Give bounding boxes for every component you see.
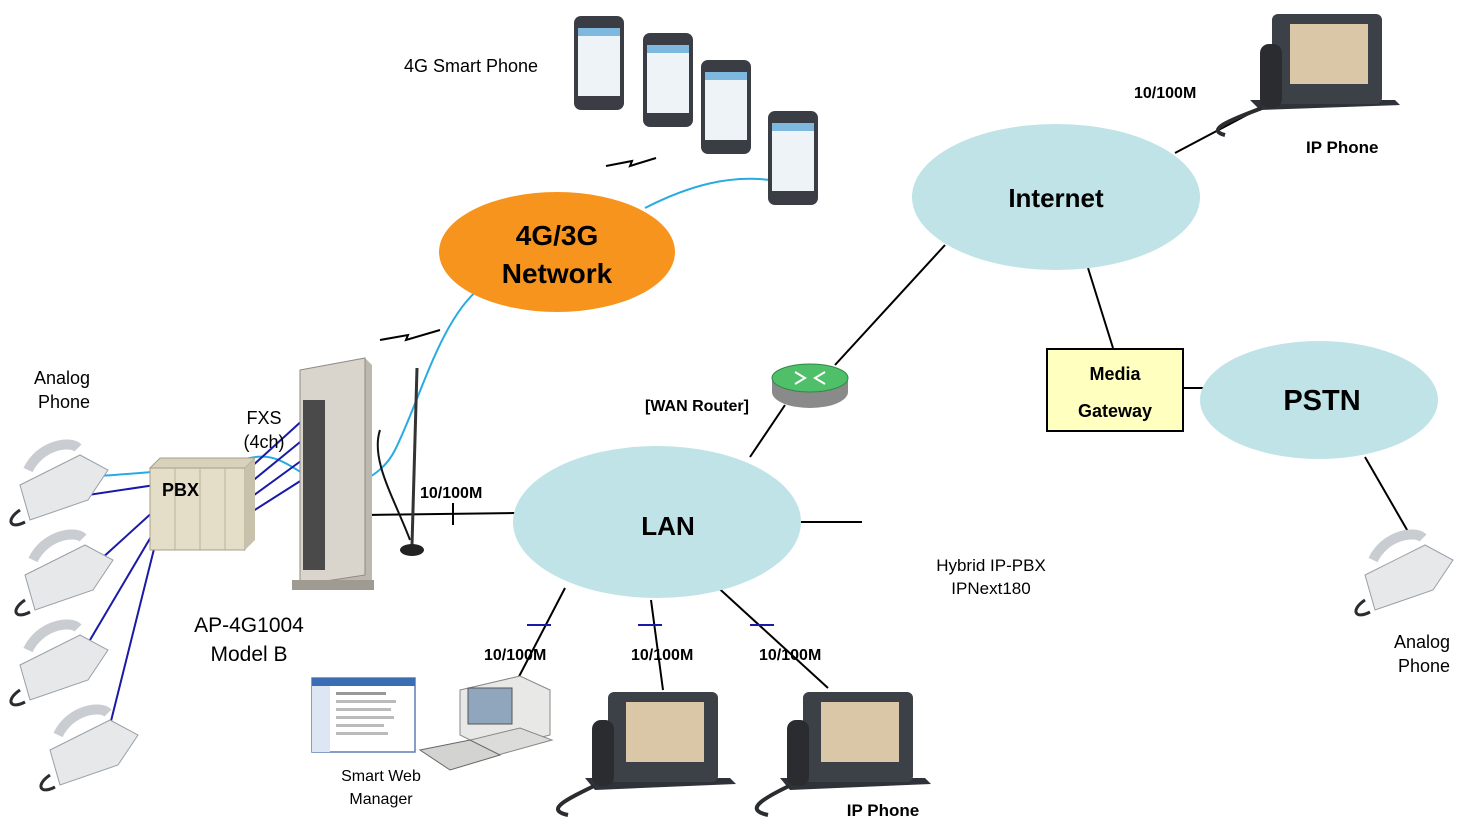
connection-lines [364,106,1411,691]
smart-phone-label: 4G Smart Phone [404,56,538,76]
text-labels: 4G Smart Phone 10/100M IP Phone [WAN Rou… [34,56,1450,820]
fxs-label1: FXS [246,408,281,428]
cloud-internet-label: Internet [1008,183,1104,213]
ippbx-label1: Hybrid IP-PBX [936,556,1046,575]
analog-phone-right-label2: Phone [1398,656,1450,676]
analog-phone-icon [39,704,139,792]
smart-phone-icon [768,111,818,205]
smart-phone-icon [701,60,751,154]
web-manager-label2: Manager [349,791,413,808]
cloud-lan: LAN [513,446,801,598]
link-router-lan [749,404,786,458]
speed-label-phone2: 10/100M [759,647,821,664]
link-gateway-lan [364,512,516,516]
pbx-label: PBX [162,480,199,500]
web-manager-label1: Smart Web [341,768,421,785]
link-4g-gateway-wireless [99,287,481,487]
link-internet-mediagateway [1087,267,1114,349]
cloud-lan-label: LAN [641,511,694,541]
cloud-4g3g-label2: Network [502,258,613,289]
fxs-label2: (4ch) [243,432,284,452]
pc-icon [418,675,554,771]
link-4g-smartphone [644,177,771,209]
antenna-icon [376,367,424,556]
gateway-model-label2: Model B [210,643,287,666]
ip-phone-icon [556,692,736,817]
link-lan-pc [511,587,566,691]
analog-phone-left-label2: Phone [38,392,90,412]
cloud-internet: Internet [912,124,1200,270]
wan-router-icon [771,363,849,408]
cloud-pstn: PSTN [1200,341,1438,459]
analog-phone-icon [9,619,109,707]
link-internet-router [834,244,946,366]
ippbx-label2: IPNext180 [951,579,1030,598]
fxs-links [249,417,306,514]
analog-phone-icon [9,439,109,527]
web-manager-screenshot [311,677,416,753]
analog-phone-left-label1: Analog [34,368,90,388]
speed-label-phone1: 10/100M [631,647,693,664]
pbx-icon: PBX [148,457,257,551]
speed-label-gateway-lan: 10/100M [420,485,482,502]
link-pstn-analogphone [1364,456,1411,536]
wireless-marker-top [605,157,657,168]
wan-router-label: [WAN Router] [645,398,749,415]
cloud-4g3g-network: 4G/3G Network [439,192,675,312]
ip-phone-top-label: IP Phone [1306,138,1378,157]
analog-phone-right-label1: Analog [1394,632,1450,652]
smart-phone-group [574,16,818,205]
cloud-4g3g-label1: 4G/3G [516,220,598,251]
speed-label-internet-phone: 10/100M [1134,85,1196,102]
media-gateway-label1: Media [1089,364,1141,384]
gateway-model-label1: AP-4G1004 [194,614,304,637]
cloud-pstn-label: PSTN [1283,385,1360,417]
media-gateway-label2: Gateway [1078,401,1152,421]
link-lan-ipphone2 [711,581,829,689]
speed-label-pc: 10/100M [484,647,546,664]
analog-links [87,484,156,726]
wireless-marker-bottom [379,329,441,342]
gateway-device-icon [292,357,374,590]
wireless-markers [379,157,657,342]
media-gateway-box: Media Gateway [1046,348,1184,432]
analog-phone-icon [1354,529,1454,617]
smart-phone-icon [574,16,624,110]
analog-phone-icon [14,529,114,617]
ip-phone-icon [754,692,931,817]
link-lan-ipphone1 [650,599,664,691]
ip-phone-bottom-label: IP Phone [847,801,919,820]
ip-phone-icon [1216,14,1400,137]
smart-phone-icon [643,33,693,127]
